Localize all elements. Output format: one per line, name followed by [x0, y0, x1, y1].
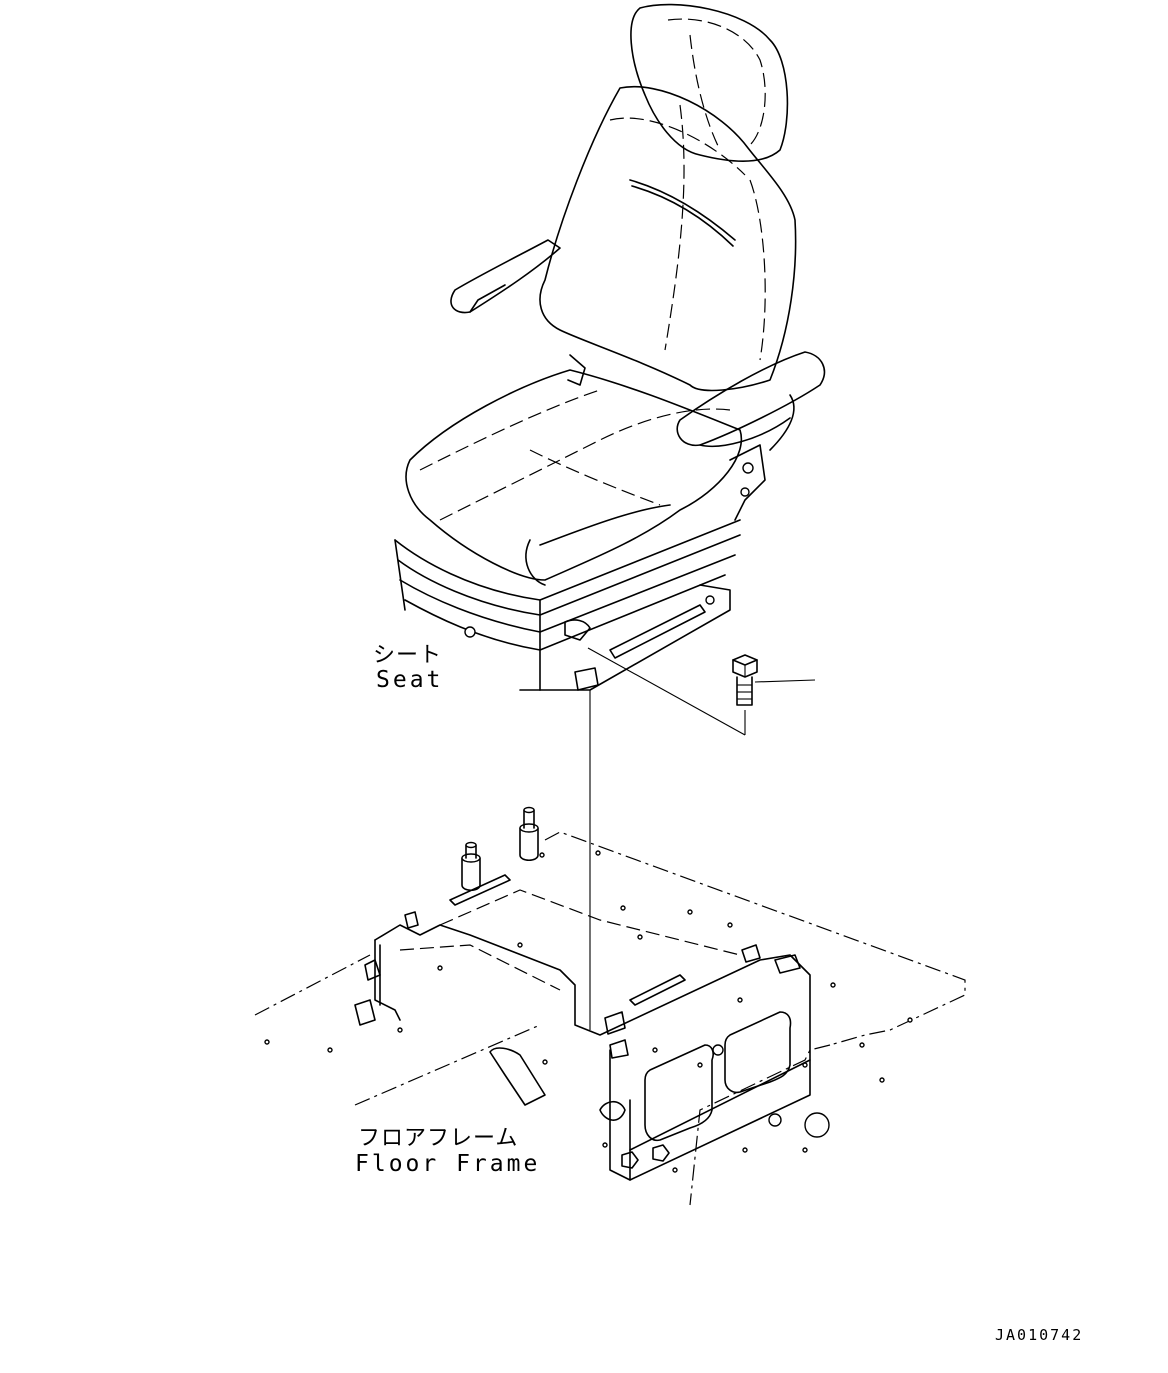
seat-label-jp: シート — [373, 643, 443, 668]
drawing-code: JA010742 — [995, 1326, 1084, 1344]
leader-lines — [587, 647, 816, 1030]
floor-frame-icon — [254, 806, 966, 1206]
bolt-icon — [732, 654, 758, 706]
floor-frame-label-jp: フロアフレーム — [358, 1126, 519, 1151]
seat-label-en: Seat — [376, 667, 444, 693]
seat-icon — [394, 3, 826, 691]
floor-frame-label-en: Floor Frame — [355, 1151, 541, 1177]
